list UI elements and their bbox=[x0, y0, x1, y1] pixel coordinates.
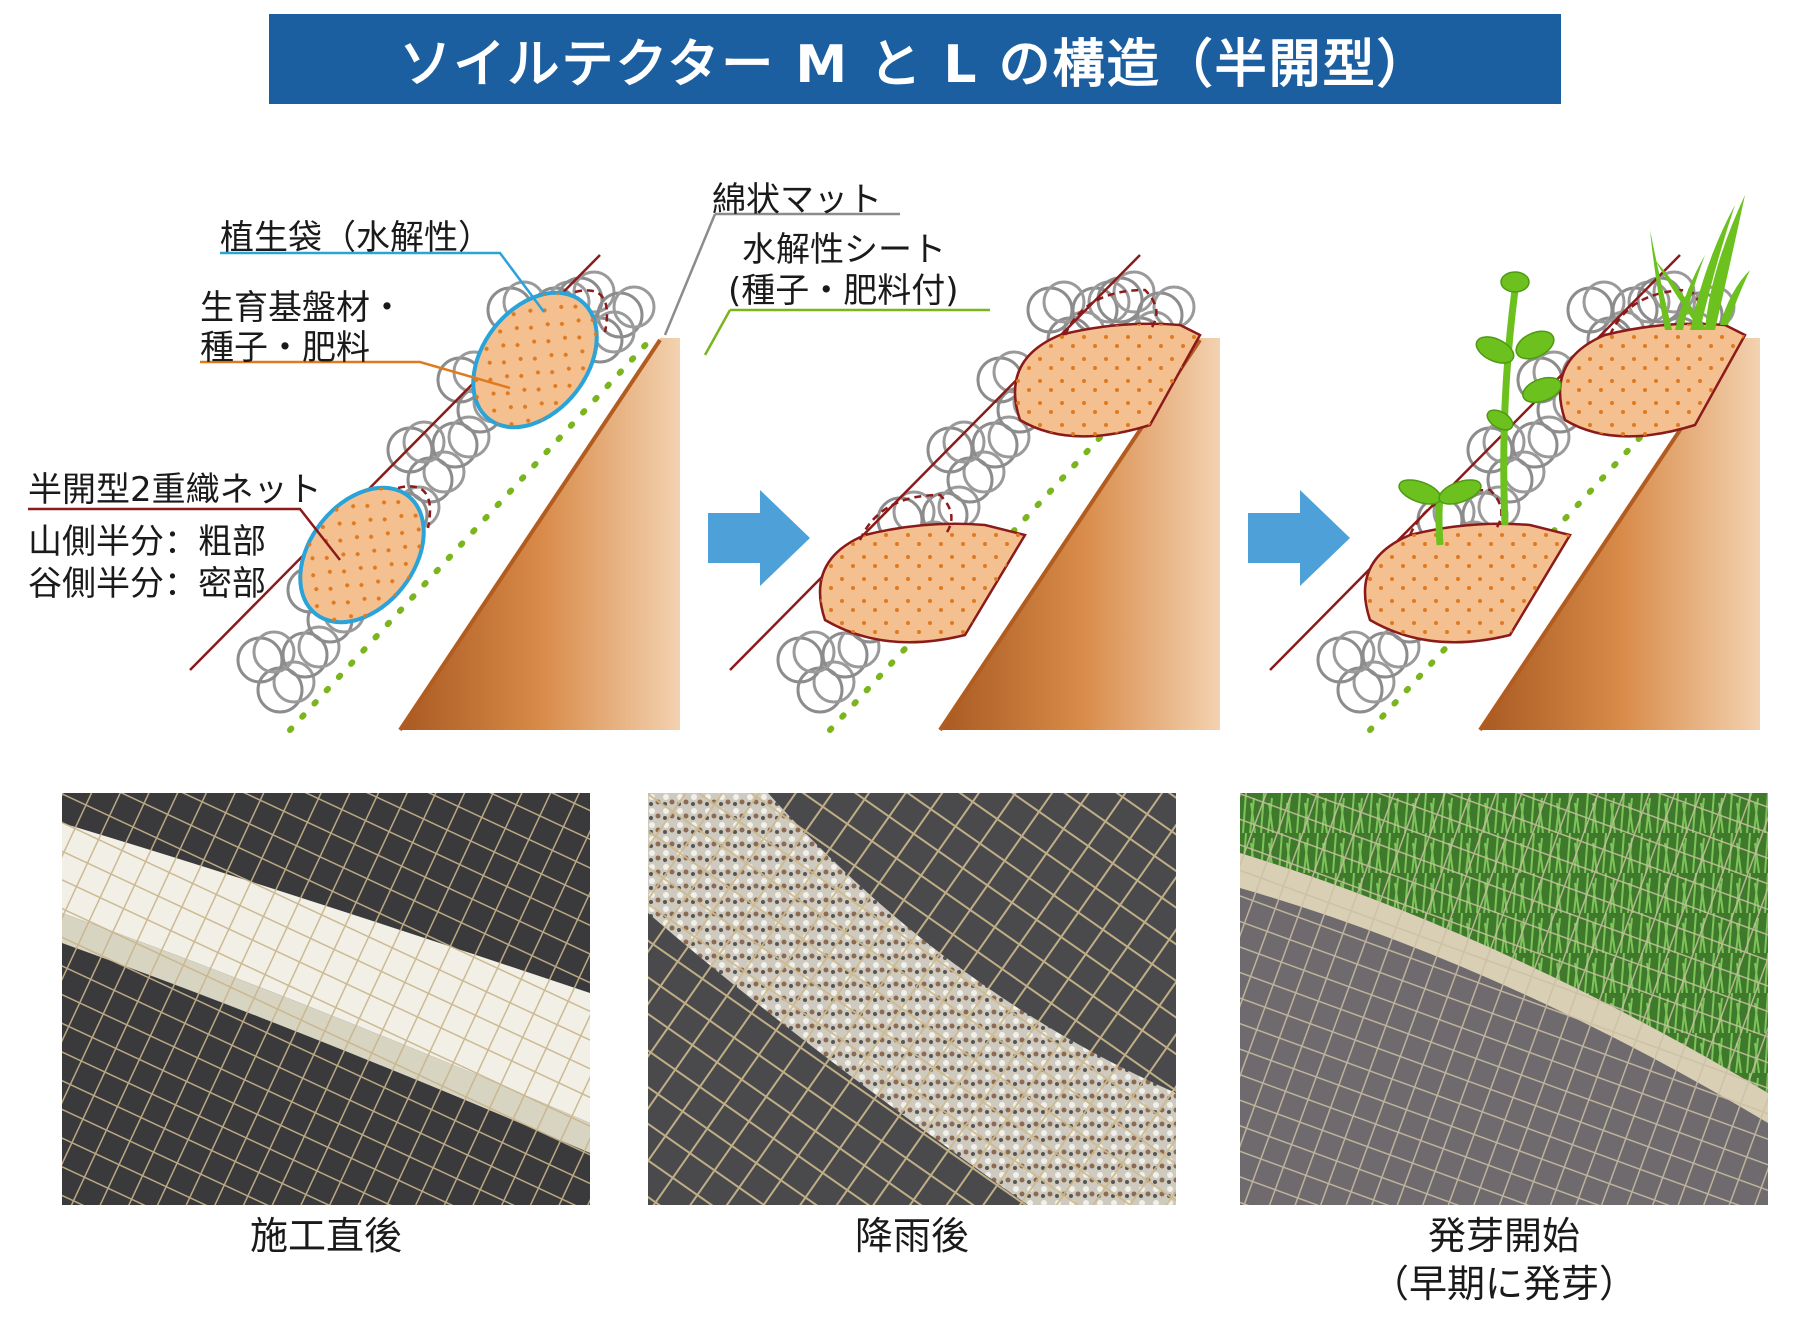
caption-stage-3-line1: 発芽開始 bbox=[1427, 1214, 1580, 1258]
growth-material-label-1: 生育基盤材・ bbox=[200, 288, 404, 328]
page-title: ソイルテクター M と L の構造（半開型） bbox=[399, 34, 1431, 95]
right-arrow-icon bbox=[1248, 490, 1350, 586]
net-mountain-label: 山側半分：粗部 bbox=[28, 522, 266, 562]
caption-stage-2-line1: 降雨後 bbox=[854, 1214, 969, 1258]
water-sheet-label-1: 水解性シート bbox=[742, 230, 946, 270]
water-sheet-label-2: (種子・肥料付) bbox=[728, 271, 959, 311]
caption-stage-2: 降雨後 bbox=[648, 1212, 1176, 1260]
vegetation-bag-label: 植生袋（水解性） bbox=[220, 218, 492, 258]
cotton-mat-label: 綿状マット bbox=[712, 180, 882, 220]
net-valley-label: 谷側半分：密部 bbox=[28, 564, 266, 604]
stage-1-diagram bbox=[28, 212, 990, 730]
photo-after-installation bbox=[62, 793, 590, 1205]
net-title-label: 半開型2重織ネット bbox=[28, 470, 322, 510]
caption-stage-3-line2: （早期に発芽） bbox=[1370, 1262, 1637, 1306]
title-banner: ソイルテクター M と L の構造（半開型） bbox=[269, 14, 1561, 104]
right-arrow-icon bbox=[708, 490, 810, 586]
grass-icon bbox=[1650, 195, 1750, 330]
stage-3-diagram bbox=[1270, 195, 1760, 730]
photo-after-rain bbox=[648, 793, 1176, 1205]
growth-material-label-2: 種子・肥料 bbox=[200, 328, 370, 368]
stage-2-diagram bbox=[730, 255, 1220, 730]
caption-stage-1-line1: 施工直後 bbox=[249, 1214, 402, 1258]
caption-stage-3: 発芽開始 （早期に発芽） bbox=[1240, 1212, 1768, 1308]
photo-germination bbox=[1240, 793, 1768, 1205]
structure-diagram bbox=[28, 195, 1819, 790]
sprout-icon bbox=[1398, 271, 1562, 546]
caption-stage-1: 施工直後 bbox=[62, 1212, 590, 1260]
